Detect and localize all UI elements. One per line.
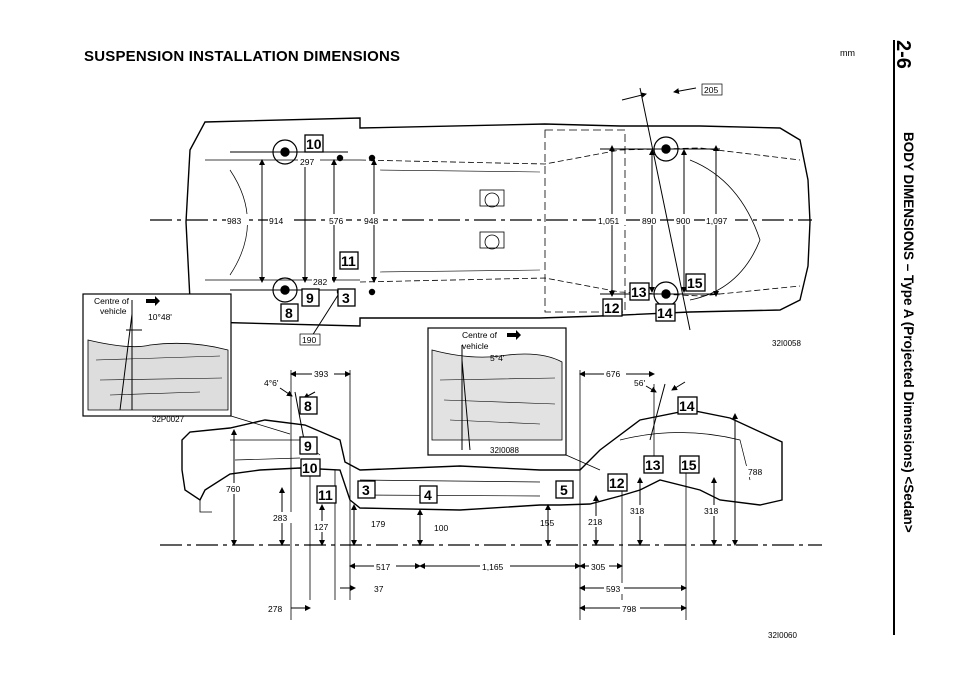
dim-788: 788 (748, 467, 762, 477)
dim-4-6: 4°6' (264, 378, 279, 388)
section-sidebar: 2-6 BODY DIMENSIONS – Type A (Projected … (892, 40, 923, 635)
box-15-side: 15 (679, 455, 700, 474)
arrow-icon (146, 296, 160, 306)
dim-218: 218 (588, 517, 602, 527)
box-3-side: 3 (357, 480, 376, 499)
top-number-boxes: 10 11 9 3 8 12 13 14 15 (280, 134, 706, 322)
dim-318-b: 318 (704, 506, 718, 516)
dim-1097: 1,097 (706, 216, 728, 226)
svg-text:9: 9 (304, 438, 312, 454)
svg-text:15: 15 (681, 457, 697, 473)
inset-left-label: Centre of (94, 296, 130, 306)
dim-798: 798 (622, 604, 636, 614)
svg-text:3: 3 (342, 290, 350, 306)
svg-text:12: 12 (604, 300, 620, 316)
side-dim-labels: 393 4°6' 760 283 127 179 100 155 218 318… (224, 368, 766, 614)
svg-text:4: 4 (424, 487, 432, 503)
box-10-top: 10 (304, 134, 324, 153)
dim-593: 593 (606, 584, 620, 594)
svg-text:15: 15 (687, 275, 703, 291)
inset-mid-angle: 5°4' (490, 353, 505, 363)
dim-914: 914 (269, 216, 283, 226)
dim-205: 205 (704, 85, 718, 95)
dim-100: 100 (434, 523, 448, 533)
svg-text:8: 8 (285, 305, 293, 321)
dim-948: 948 (364, 216, 378, 226)
top-dim-lines (230, 87, 720, 337)
box-8-side: 8 (299, 396, 318, 415)
dim-305: 305 (591, 562, 605, 572)
box-10-side: 10 (300, 458, 321, 477)
svg-text:3: 3 (362, 482, 370, 498)
side-body-outline (181, 409, 783, 511)
svg-text:5: 5 (560, 482, 568, 498)
box-11-top: 11 (339, 251, 359, 270)
dim-297: 297 (300, 157, 314, 167)
dim-283: 283 (273, 513, 287, 523)
figure-id-side: 32I0060 (768, 631, 797, 640)
dim-576: 576 (329, 216, 343, 226)
dim-983: 983 (227, 216, 241, 226)
box-9-top: 9 (301, 288, 320, 307)
box-14-top: 14 (655, 303, 676, 322)
unit-label: mm (840, 48, 855, 58)
dim-278: 278 (268, 604, 282, 614)
inset-left-angle: 10°48' (148, 312, 172, 322)
dim-1051: 1,051 (598, 216, 620, 226)
dim-56: 56' (634, 378, 645, 388)
page-title: SUSPENSION INSTALLATION DIMENSIONS (84, 48, 401, 65)
figure-id-top: 32I0058 (772, 339, 801, 348)
dim-517: 517 (376, 562, 390, 572)
section-title: BODY DIMENSIONS – Type A (Projected Dime… (901, 132, 916, 533)
arrow-icon (507, 330, 521, 340)
svg-text:8: 8 (304, 398, 312, 414)
side-number-boxes: 8 9 10 11 3 4 5 12 13 15 14 (299, 396, 700, 504)
dim-318-a: 318 (630, 506, 644, 516)
svg-text:13: 13 (631, 284, 647, 300)
box-8-top: 8 (280, 303, 299, 322)
dim-155: 155 (540, 518, 554, 528)
svg-text:12: 12 (609, 475, 625, 491)
svg-text:11: 11 (341, 253, 356, 269)
inset-mid-label: Centre of (462, 330, 498, 340)
svg-text:11: 11 (318, 487, 333, 503)
inset-left-figure-id: 32P0027 (152, 415, 185, 424)
dim-393: 393 (314, 369, 328, 379)
page-number: 2-6 (892, 40, 914, 69)
dim-37: 37 (374, 584, 384, 594)
box-14-side: 14 (677, 396, 698, 415)
top-dim-labels: 297 983 914 576 948 1,051 890 900 1,097 … (226, 83, 735, 346)
dim-190: 190 (302, 335, 316, 345)
box-9-side: 9 (299, 436, 318, 455)
dim-760: 760 (226, 484, 240, 494)
box-12-top: 12 (602, 298, 623, 317)
dim-127: 127 (314, 522, 328, 532)
dim-282: 282 (313, 277, 327, 287)
inset-left: Centre of vehicle 10°48' 32P0027 (82, 293, 291, 435)
box-4-side: 4 (419, 485, 438, 504)
box-11-side: 11 (316, 485, 337, 504)
svg-text:10: 10 (302, 460, 318, 476)
svg-text:14: 14 (657, 305, 673, 321)
svg-text:13: 13 (645, 457, 661, 473)
inset-mid-label2: vehicle (462, 341, 489, 351)
box-15-top: 15 (685, 273, 706, 292)
svg-text:10: 10 (306, 136, 322, 152)
box-13-side: 13 (643, 455, 664, 474)
dim-900: 900 (676, 216, 690, 226)
svg-text:9: 9 (306, 290, 314, 306)
dim-676: 676 (606, 369, 620, 379)
dim-890: 890 (642, 216, 656, 226)
inset-mid-figure-id: 32I0088 (490, 446, 519, 455)
box-12-side: 12 (607, 473, 628, 492)
dim-1165: 1,165 (482, 562, 504, 572)
inset-left-label2: vehicle (100, 306, 127, 316)
inset-mid: Centre of vehicle 5°4' 32I0088 (427, 327, 601, 471)
box-5-side: 5 (555, 480, 574, 499)
box-3-top: 3 (337, 288, 356, 307)
box-13-top: 13 (629, 282, 650, 301)
svg-text:14: 14 (679, 398, 695, 414)
dim-179: 179 (371, 519, 385, 529)
